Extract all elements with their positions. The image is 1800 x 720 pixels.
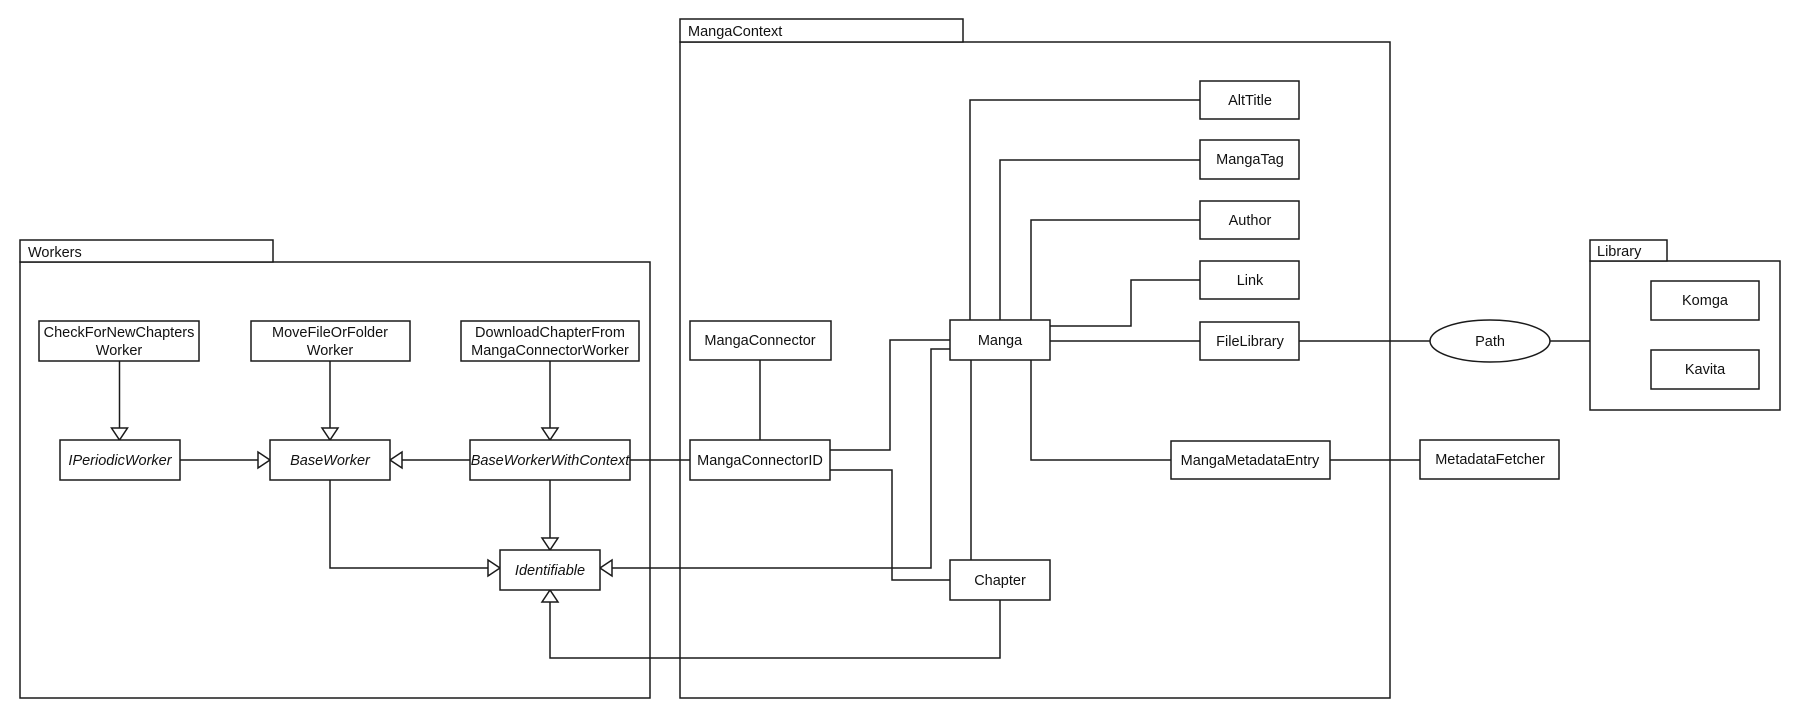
class-author-label: Author [1229, 213, 1272, 229]
class-base-worker-label: BaseWorker [290, 453, 371, 469]
class-manga-connector-box [689, 320, 832, 361]
class-metadata-fetcher-label: MetadataFetcher [1435, 452, 1545, 468]
class-manga-metadata-entry: MangaMetadataEntry [1170, 440, 1331, 480]
class-base-worker-with-context-label: BaseWorkerWithContext [471, 453, 631, 469]
class-chapter-label: Chapter [974, 573, 1026, 589]
class-manga: Manga [949, 319, 1051, 361]
class-check-for-new-chapters-worker: CheckForNewChapters Worker [38, 320, 200, 362]
edge-baseworker-identifiable [329, 480, 500, 569]
class-manga-box [949, 319, 1051, 361]
package-workers-tab [19, 239, 274, 263]
class-download-chapter-from-manga-connector-worker-box [460, 320, 640, 362]
class-base-worker-with-context-box [469, 439, 631, 481]
class-alt-title-box [1199, 80, 1300, 120]
class-i-periodic-worker-box [59, 439, 181, 481]
class-file-library: FileLibrary [1199, 321, 1300, 361]
class-manga-tag: MangaTag [1199, 139, 1300, 180]
class-manga-tag-box [1199, 139, 1300, 180]
class-move-file-or-folder-worker: MoveFileOrFolder Worker [250, 320, 411, 362]
class-manga-label: Manga [978, 333, 1023, 349]
package-library-label: Library [1597, 244, 1642, 260]
class-komga-label: Komga [1682, 293, 1729, 309]
class-link: Link [1199, 260, 1300, 300]
class-check-for-new-chapters-worker-label-line1: CheckForNewChapters [44, 325, 195, 341]
class-move-file-or-folder-worker-box [250, 320, 411, 362]
class-manga-connector-label: MangaConnector [704, 333, 815, 349]
edge-mangaconnectorid-manga [830, 339, 950, 451]
class-alt-title-label: AltTitle [1228, 93, 1272, 109]
class-manga-tag-label: MangaTag [1216, 152, 1284, 168]
arrowhead-baseworkerwithcontext-top [540, 427, 560, 442]
arrowhead-identifiable-top [540, 537, 560, 552]
class-manga-connector-id-box [689, 439, 831, 481]
class-chapter-box [949, 559, 1051, 601]
package-library-tab [1589, 239, 1668, 262]
arrowhead-baseworker-top [320, 427, 340, 442]
class-identifiable-label: Identifiable [515, 563, 585, 579]
class-alt-title: AltTitle [1199, 80, 1300, 120]
edge-manga-mangatag [999, 159, 1200, 320]
class-komga-box [1650, 280, 1760, 321]
package-manga-context-label: MangaContext [688, 24, 782, 40]
class-komga: Komga [1650, 280, 1760, 321]
class-i-periodic-worker-label: IPeriodicWorker [68, 453, 172, 469]
edge-chapter-identifiable [549, 590, 1001, 659]
package-workers-label: Workers [28, 245, 82, 261]
edge-manga-alttitle [969, 99, 1200, 320]
class-base-worker-with-context: BaseWorkerWithContext [469, 439, 631, 481]
edge-manga-author [1030, 219, 1200, 320]
package-manga-context-tab [679, 18, 964, 43]
edge-manga-identifiable [600, 348, 950, 569]
class-link-label: Link [1237, 273, 1264, 289]
class-kavita: Kavita [1650, 349, 1760, 390]
arrowhead-iperiodicworker-top [110, 427, 129, 442]
class-file-library-box [1199, 321, 1300, 361]
class-download-chapter-from-manga-connector-worker: DownloadChapterFrom MangaConnectorWorker [460, 320, 640, 362]
arrowhead-baseworker-right [388, 450, 403, 470]
class-link-box [1199, 260, 1300, 300]
arrowhead-identifiable-bottom [540, 588, 560, 603]
arrowhead-baseworker-left [257, 450, 272, 470]
class-check-for-new-chapters-worker-label-line2: Worker [96, 343, 143, 359]
class-manga-metadata-entry-label: MangaMetadataEntry [1181, 453, 1320, 469]
class-author: Author [1199, 200, 1300, 240]
class-kavita-label: Kavita [1685, 362, 1726, 378]
class-kavita-box [1650, 349, 1760, 390]
ellipse-path: Path [1429, 319, 1551, 363]
class-download-chapter-from-manga-connector-worker-label-line2: MangaConnectorWorker [471, 343, 629, 359]
class-manga-connector-id-label: MangaConnectorID [697, 453, 823, 469]
ellipse-path-shape [1429, 319, 1551, 363]
class-author-box [1199, 200, 1300, 240]
class-identifiable-box [499, 549, 601, 591]
ellipse-path-label: Path [1475, 334, 1505, 350]
class-manga-connector-id: MangaConnectorID [689, 439, 831, 481]
edge-mangaconnectorid-chapter [830, 469, 950, 581]
class-manga-metadata-entry-box [1170, 440, 1331, 480]
edge-manga-link [1050, 279, 1200, 327]
class-base-worker: BaseWorker [269, 439, 391, 481]
class-metadata-fetcher: MetadataFetcher [1419, 439, 1560, 480]
class-download-chapter-from-manga-connector-worker-label-line1: DownloadChapterFrom [475, 325, 625, 341]
arrowhead-identifiable-right [598, 558, 613, 578]
class-move-file-or-folder-worker-label-line2: Worker [307, 343, 354, 359]
class-manga-connector: MangaConnector [689, 320, 832, 361]
class-move-file-or-folder-worker-label-line1: MoveFileOrFolder [272, 325, 388, 341]
class-check-for-new-chapters-worker-box [38, 320, 200, 362]
class-i-periodic-worker: IPeriodicWorker [59, 439, 181, 481]
class-chapter: Chapter [949, 559, 1051, 601]
class-metadata-fetcher-box [1419, 439, 1560, 480]
class-base-worker-box [269, 439, 391, 481]
edge-manga-mangametadataentry [1030, 360, 1171, 461]
class-identifiable: Identifiable [499, 549, 601, 591]
class-file-library-label: FileLibrary [1216, 334, 1284, 350]
arrowhead-identifiable-left [487, 558, 502, 578]
